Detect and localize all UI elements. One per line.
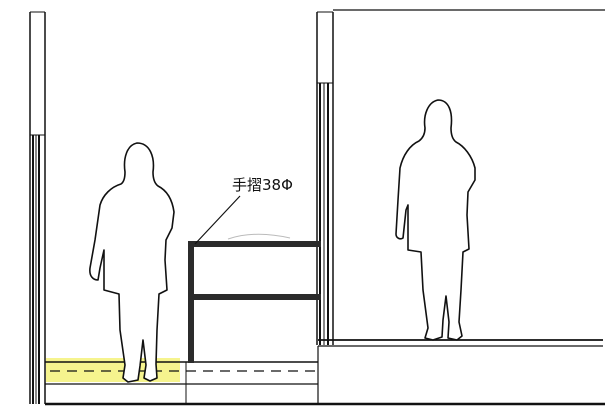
- left-floor-slab: [45, 361, 605, 406]
- left-wall: [29, 11, 46, 404]
- center-column: [316, 11, 334, 345]
- handrail-label: 手摺38Φ: [232, 176, 293, 194]
- handrail: [188, 241, 321, 363]
- right-raised-floor: [317, 339, 603, 404]
- sketch-mark: [227, 233, 291, 240]
- person-right: [395, 99, 476, 341]
- handrail-leader-line: [194, 195, 241, 245]
- person-left: [89, 142, 175, 383]
